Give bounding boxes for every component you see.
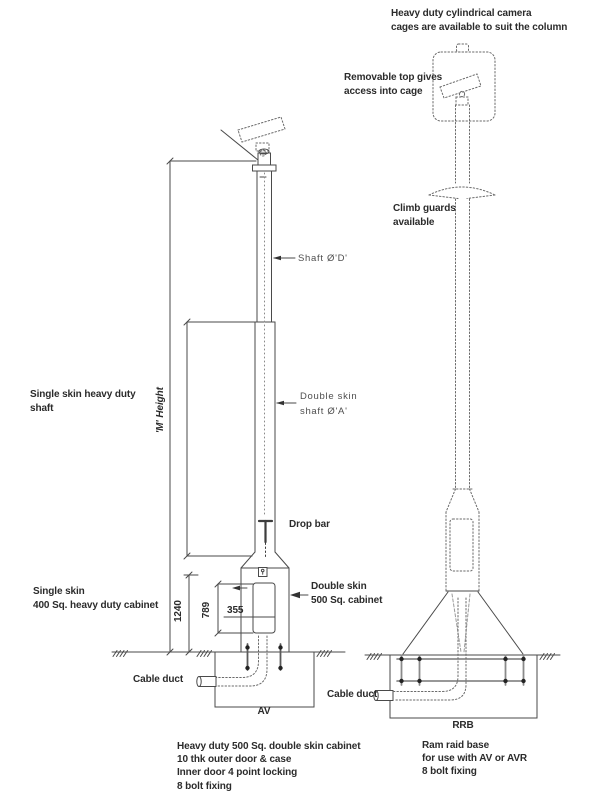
drop-bar-label: Drop bar bbox=[289, 519, 330, 530]
av-label: AV bbox=[257, 706, 271, 717]
shaft-d-label: Shaft Ø'D' bbox=[298, 253, 348, 264]
right-footnote: Ram raid base for use with AV or AVR 8 b… bbox=[422, 740, 528, 778]
left-column-drawing bbox=[111, 116, 346, 708]
cable-duct-tube-left bbox=[196, 676, 217, 687]
fixing-bolts-right bbox=[399, 654, 526, 686]
foundation-right bbox=[389, 654, 538, 719]
cabinet-door bbox=[252, 582, 276, 634]
climb-guard bbox=[428, 186, 496, 196]
ground-right bbox=[364, 653, 561, 660]
camera-icon bbox=[237, 116, 286, 157]
cable-duct-left-label: Cable duct bbox=[133, 674, 184, 685]
dim-789-label: 789 bbox=[200, 601, 212, 619]
dim-1240-label: 1240 bbox=[172, 600, 184, 623]
leader-lines bbox=[273, 255, 309, 599]
fixing-bolts-left bbox=[245, 643, 283, 671]
column-outline-right bbox=[428, 104, 496, 592]
single-skin-shaft-label: Single skin heavy duty shaft bbox=[30, 389, 136, 415]
removable-top-label: Removable top gives access into cage bbox=[344, 72, 443, 98]
shaft-section-dimension bbox=[183, 318, 256, 560]
left-footnote: Heavy duty 500 Sq. double skin cabinet 1… bbox=[177, 741, 361, 792]
cable-duct-tube-right bbox=[373, 690, 394, 701]
m-height-dimension bbox=[166, 157, 257, 656]
camera-icon-right bbox=[439, 73, 482, 106]
ground-left bbox=[111, 650, 346, 657]
camera-cage bbox=[432, 43, 496, 122]
door-opening bbox=[449, 518, 474, 572]
drop-bar bbox=[257, 519, 274, 559]
cage-note-label: Heavy duty cylindrical camera cages are … bbox=[391, 8, 568, 34]
rrb-label: RRB bbox=[452, 720, 474, 731]
single-skin-cabinet-label: Single skin 400 Sq. heavy duty cabinet bbox=[33, 586, 159, 612]
dimension-789 bbox=[214, 580, 254, 637]
dim-355-label: 355 bbox=[227, 605, 244, 616]
right-column-drawing bbox=[364, 43, 561, 719]
climb-guards-label: Climb guards available bbox=[393, 203, 456, 229]
cabinet bbox=[240, 567, 290, 653]
camera-bracket-line bbox=[220, 129, 259, 161]
column-cap bbox=[252, 148, 277, 172]
cable-duct-right-label: Cable duct bbox=[327, 689, 378, 700]
dimension-1240 bbox=[183, 571, 199, 656]
cable-duct-right bbox=[393, 597, 467, 701]
m-height-label: 'M' Height bbox=[154, 387, 166, 434]
double-skin-cabinet-label: Double skin 500 Sq. cabinet bbox=[311, 581, 383, 607]
ram-raid-base-frame bbox=[402, 590, 524, 655]
shaft-flare bbox=[240, 551, 290, 569]
double-skin-shaft-label: Double skin shaft Ø'A' bbox=[300, 391, 358, 417]
cable-duct-left bbox=[215, 635, 268, 687]
